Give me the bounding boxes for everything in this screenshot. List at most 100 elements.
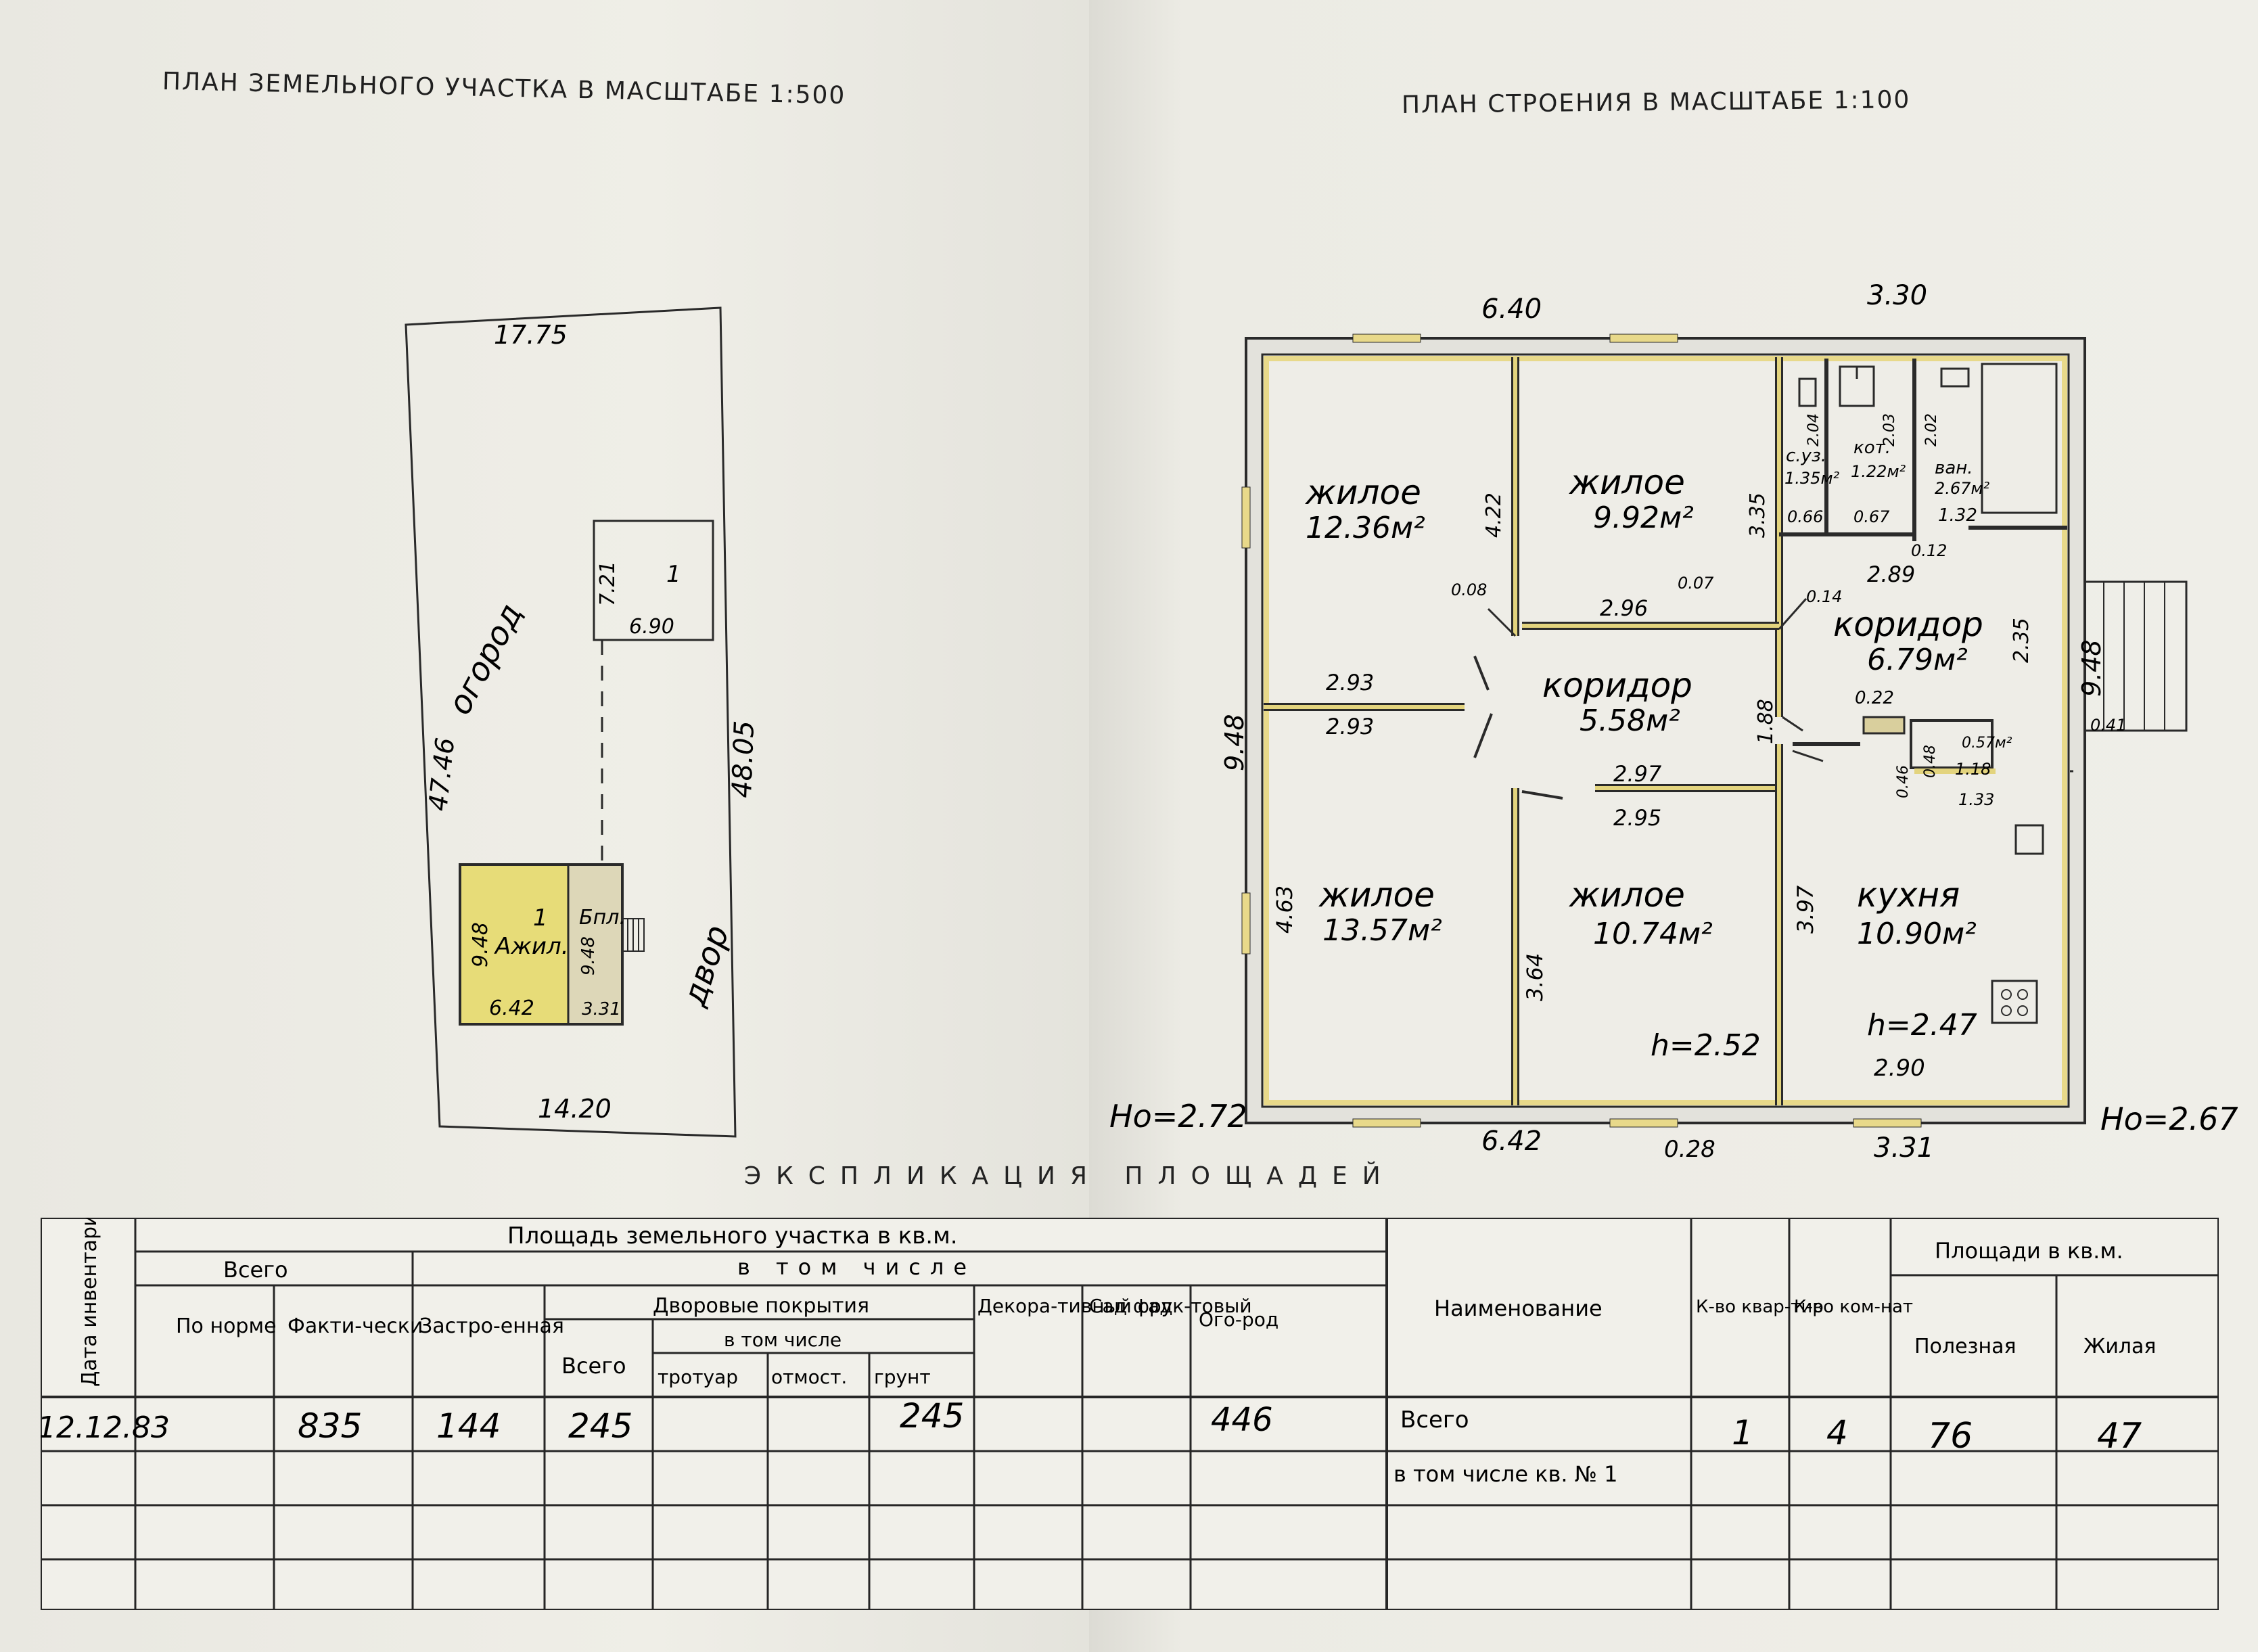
- row1-living: 47: [2097, 1416, 2142, 1456]
- row1-ground: 245: [900, 1396, 964, 1436]
- room-1-name: жилое: [1305, 473, 1421, 512]
- house-sub-label: Ажил.: [494, 933, 569, 960]
- room-3-area: 5.58м²: [1580, 704, 1680, 738]
- hdr-rooms: К-во ком-нат: [1794, 1297, 1913, 1317]
- plan-bottom-dim-small: 0.28: [1664, 1136, 1715, 1163]
- height-left: h=2.52: [1651, 1028, 1761, 1063]
- hdr-vegetable: Ого-род: [1199, 1308, 1278, 1331]
- plan-left-dim: 9.48: [1220, 714, 1249, 771]
- small-room-2-name: кот.: [1853, 438, 1891, 458]
- row1-yard-total: 245: [568, 1406, 632, 1446]
- room-6-area: 10.74м²: [1593, 917, 1713, 951]
- dim-2-93-bottom: 2.93: [1326, 714, 1374, 739]
- hdr-name: Наименование: [1434, 1295, 1603, 1321]
- dim-1-88: 1.88: [1754, 699, 1778, 744]
- hdr-yard-covers: Дворовые покрытия: [653, 1294, 869, 1318]
- plan-top-dim-left: 6.40: [1481, 294, 1542, 325]
- room-7-name: кухня: [1857, 875, 1960, 915]
- annex-length: 9.48: [578, 936, 599, 976]
- small-room-3-area: 2.67м²: [1935, 479, 1990, 498]
- hdr-orchard: Сад фрук-товый: [1089, 1295, 1252, 1317]
- house-number: 1: [533, 904, 548, 932]
- site-top-dim: 17.75: [494, 320, 568, 350]
- room-5-name: жилое: [1318, 875, 1435, 915]
- room-4-name: коридор: [1833, 605, 1983, 644]
- hdr-living: Жилая: [2083, 1335, 2156, 1358]
- height-right: h=2.47: [1867, 1008, 1977, 1042]
- house-length: 9.48: [469, 922, 492, 967]
- dim-2-95: 2.95: [1613, 805, 1661, 831]
- room-5-area: 13.57м²: [1322, 913, 1442, 948]
- dim-0-22: 0.22: [1855, 688, 1894, 708]
- row1-date: 12.12.83: [41, 1410, 170, 1445]
- dim-2-90: 2.90: [1874, 1055, 1925, 1082]
- room-4-area: 6.79м²: [1867, 643, 1968, 677]
- dim-0-67: 0.67: [1853, 507, 1890, 526]
- small-room-1-name: с.уз.: [1786, 446, 1826, 466]
- small-room-1-dim: 2.04: [1805, 413, 1822, 446]
- small-room-1-area: 1.35м²: [1784, 469, 1840, 488]
- building-plan-heading: ПЛАН СТРОЕНИЯ В МАСШТАБЕ 1:100: [1401, 86, 1911, 119]
- row1-name: Всего: [1400, 1406, 1469, 1433]
- dim-4-22: 4.22: [1482, 492, 1506, 538]
- site-plan: 17.75 14.20 47.46 48.05 48.05 огород дво…: [405, 306, 758, 1138]
- row2-name: в том числе кв. № 1: [1393, 1461, 1618, 1487]
- hdr-land-area: Площадь земельного участка в кв.м.: [507, 1222, 958, 1249]
- annex-width: 3.31: [582, 999, 621, 1019]
- dim-3-35: 3.35: [1746, 492, 1770, 538]
- level-left: Но=2.72: [1109, 1098, 1247, 1134]
- dim-1-33: 1.33: [1958, 790, 1994, 809]
- shed-number: 1: [666, 561, 681, 588]
- small-room-2-dim: 2.03: [1881, 413, 1898, 446]
- dim-2-97: 2.97: [1613, 761, 1662, 787]
- plan-bottom-dim-left: 6.42: [1481, 1126, 1542, 1157]
- hdr-actual: Факти-чески: [287, 1314, 423, 1338]
- dim-0-08: 0.08: [1451, 580, 1487, 599]
- hdr-blind-area: отмост.: [771, 1366, 847, 1388]
- site-right-dim-visible: 48.05: [727, 720, 758, 798]
- dim-2-93-top: 2.93: [1326, 670, 1374, 695]
- hdr-ground: грунт: [874, 1366, 931, 1388]
- hdr-yard-in-number: в том числе: [724, 1329, 842, 1351]
- row1-actual: 835: [298, 1406, 362, 1446]
- hdr-yard-total: Всего: [561, 1353, 626, 1379]
- room-2-name: жилое: [1569, 463, 1685, 502]
- hdr-useful: Полезная: [1914, 1335, 2017, 1358]
- hdr-built: Застро-енная: [419, 1314, 564, 1338]
- hdr-sidewalk: тротуар: [658, 1366, 738, 1388]
- dim-0-46: 0.46: [1895, 765, 1912, 798]
- dim-0-41: 0.41: [2090, 716, 2126, 735]
- dim-0-57: 0.57м²: [1962, 735, 2012, 752]
- hdr-in-that-number: в том числе: [737, 1254, 976, 1280]
- small-room-3-name: ван.: [1935, 458, 1973, 478]
- dim-4-63: 4.63: [1272, 886, 1297, 934]
- dim-2-35: 2.35: [2010, 618, 2033, 663]
- small-room-3-dim: 2.02: [1923, 413, 1940, 446]
- row1-rooms: 4: [1826, 1413, 1848, 1452]
- dim-0-48: 0.48: [1922, 745, 1939, 778]
- hdr-by-norm: По норме: [176, 1314, 277, 1338]
- level-right: Но=2.67: [2100, 1101, 2238, 1137]
- room-2-area: 9.92м²: [1593, 501, 1694, 535]
- site-left-dim: 47.46: [423, 736, 460, 812]
- room-7-area: 10.90м²: [1857, 917, 1977, 951]
- dim-3-97: 3.97: [1793, 885, 1818, 934]
- dim-3-64: 3.64: [1522, 953, 1548, 1001]
- dim-2-96: 2.96: [1600, 595, 1648, 621]
- building-plan: 6.40 3.30 6.42 3.31 0.28 9.48 9.48 Но=2.…: [1109, 284, 2238, 1164]
- plan-right-dim: 9.48: [2077, 639, 2106, 697]
- room-3-name: коридор: [1542, 666, 1692, 705]
- yard-label: двор: [675, 921, 737, 1011]
- row1-useful: 76: [1928, 1416, 1973, 1456]
- dim-1-18: 1.18: [1955, 760, 1991, 779]
- hdr-total-group: Всего: [223, 1257, 288, 1283]
- explication-heading: ЭКСПЛИКАЦИЯ ПЛОЩАДЕЙ: [744, 1162, 1396, 1190]
- hdr-areas: Площади в кв.м.: [1935, 1238, 2123, 1264]
- dim-0-14: 0.14: [1806, 587, 1842, 606]
- annex-label: Бпл.: [579, 906, 626, 930]
- hdr-apartments: К-во квар-тир: [1696, 1297, 1824, 1317]
- small-room-2-area: 1.22м²: [1851, 462, 1906, 481]
- row1-apartments: 1: [1732, 1413, 1753, 1452]
- dim-0-12: 0.12: [1911, 541, 1947, 560]
- dim-2-89: 2.89: [1867, 561, 1915, 587]
